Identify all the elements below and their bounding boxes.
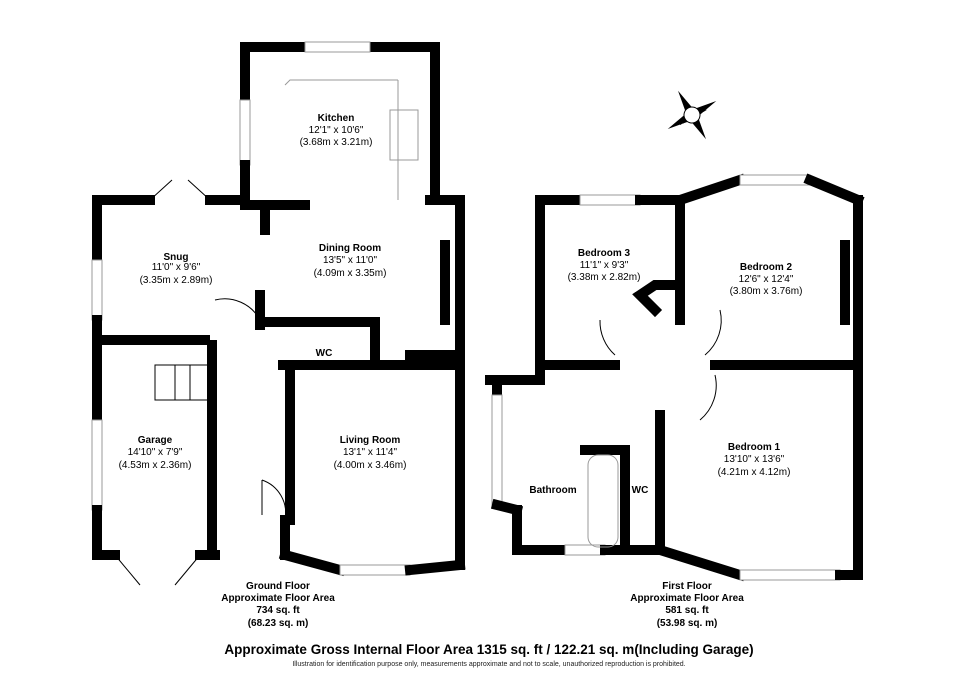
room-name: Dining Room [319,243,381,254]
ground-floor-summary: Ground Floor Approximate Floor Area 734 … [221,581,335,629]
compass-w: W [677,118,687,128]
room-name: Garage [138,435,173,446]
area-label: Approximate Floor Area [630,593,744,604]
area-sqm: (68.23 sq. m) [248,618,309,629]
room-dims-imperial: 12'6" x 12'4" [739,274,794,285]
room-name: Snug [164,252,189,263]
room-snug: Snug 11'0" x 9'6" (3.35m x 2.89m) [140,252,213,286]
room-bedroom-3: Bedroom 3 11'1" x 9'3" (3.38m x 2.82m) [568,248,641,283]
room-name: Bedroom 3 [578,248,631,259]
room-dining-room: Dining Room 13'5" x 11'0" (4.09m x 3.35m… [314,243,387,279]
compass-e: E [700,105,708,114]
room-wc-ground: WC [316,348,333,359]
room-dims-imperial: 11'0" x 9'6" [152,262,201,273]
floor-label: First Floor [662,581,712,592]
compass-s: S [695,123,703,132]
room-living-room: Living Room 13'1" x 11'4" (4.00m x 3.46m… [334,435,407,471]
room-dims-imperial: 13'5" x 11'0" [323,255,378,266]
compass-n: N [682,101,690,110]
room-dims-imperial: 11'1" x 9'3" [580,260,629,271]
room-garage: Garage 14'10" x 7'9" (4.53m x 2.36m) [119,435,192,471]
room-dims-metric: (3.68m x 3.21m) [300,137,373,148]
room-dims-metric: (3.35m x 2.89m) [140,275,213,286]
room-dims-metric: (4.21m x 4.12m) [718,467,791,478]
room-dims-imperial: 14'10" x 7'9" [128,447,183,458]
room-dims-metric: (3.38m x 2.82m) [568,272,641,283]
room-bedroom-1: Bedroom 1 13'10" x 13'6" (4.21m x 4.12m) [718,442,791,478]
room-name: Bedroom 1 [728,442,781,453]
room-dims-metric: (4.09m x 3.35m) [314,268,387,279]
room-dims-imperial: 12'1" x 10'6" [309,125,364,136]
floor-label: Ground Floor [246,581,310,592]
first-floor-summary: First Floor Approximate Floor Area 581 s… [630,581,744,629]
room-wc-first: WC [632,485,649,496]
compass-rose-icon: N E S W [667,90,717,140]
total-area: Approximate Gross Internal Floor Area 13… [224,642,753,657]
room-bedroom-2: Bedroom 2 12'6" x 12'4" (3.80m x 3.76m) [730,262,803,297]
area-label: Approximate Floor Area [221,593,335,604]
area-sqm: (53.98 sq. m) [657,618,718,629]
room-kitchen: Kitchen 12'1" x 10'6" (3.68m x 3.21m) [300,113,373,148]
room-name: Kitchen [318,113,355,124]
ground-floor-walls [91,41,466,586]
room-dims-metric: (4.53m x 2.36m) [119,460,192,471]
room-dims-metric: (3.80m x 3.76m) [730,286,803,297]
room-bathroom: Bathroom [529,485,576,496]
room-dims-imperial: 13'1" x 11'4" [343,447,398,458]
area-sqft: 734 sq. ft [256,605,300,616]
disclaimer: Illustration for identification purpose … [292,661,685,668]
room-name: Bedroom 2 [740,262,793,273]
room-dims-metric: (4.00m x 3.46m) [334,460,407,471]
area-sqft: 581 sq. ft [665,605,709,616]
room-dims-imperial: 13'10" x 13'6" [724,454,785,465]
first-floor-walls [485,173,865,582]
room-name: Living Room [340,435,401,446]
